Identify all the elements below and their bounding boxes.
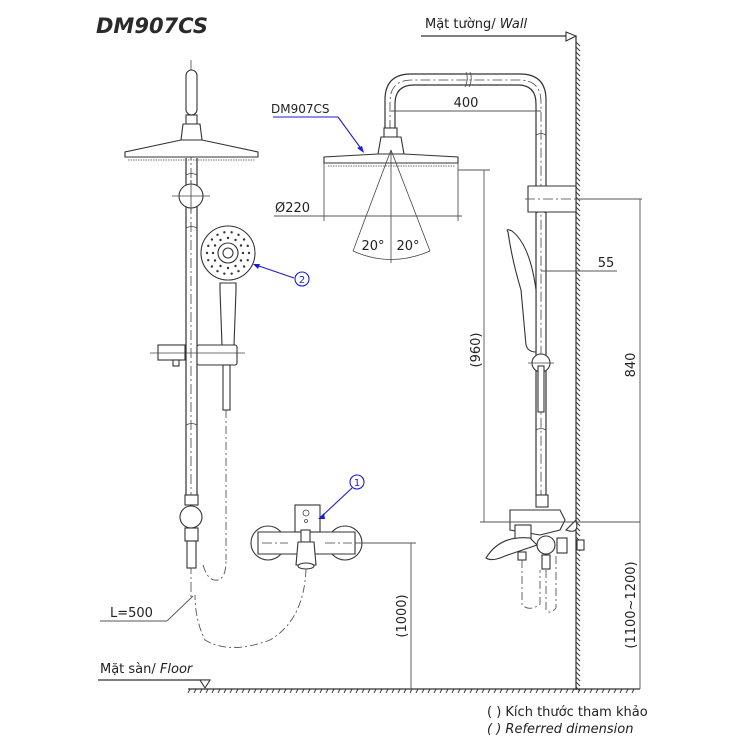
side-view — [323, 71, 585, 613]
dim-head-diameter: Ø220 — [275, 201, 310, 216]
svg-text:1: 1 — [354, 478, 360, 489]
svg-text:DM907CS: DM907CS — [271, 102, 330, 116]
floor — [98, 679, 640, 694]
legend-line-2: ( ) Referred dimension — [487, 722, 633, 737]
wall-label: Mặt tường/ Wall — [425, 17, 527, 32]
wall — [421, 31, 581, 692]
dim-bracket-height: 840 — [624, 353, 639, 378]
floor-level-marker-icon — [199, 679, 211, 690]
floor-label: Mặt sàn/ Floor — [100, 662, 194, 677]
diagram-title: DM907CS — [96, 14, 208, 38]
side-bath-mixer — [485, 494, 585, 570]
dim-mixer-height-side: (1100~1200) — [624, 561, 639, 648]
dim-mixer-height-front: (1000) — [395, 594, 410, 637]
dim-arm-reach: 400 — [454, 96, 479, 111]
front-view — [124, 60, 363, 648]
dim-bar-to-wall: 55 — [598, 256, 615, 271]
front-hand-shower — [200, 225, 256, 346]
svg-text:2: 2 — [299, 275, 305, 286]
wall-level-marker-icon — [565, 31, 578, 42]
front-rain-shower-head — [124, 139, 259, 158]
dim-spray-angle-right: 20° — [396, 239, 419, 254]
dim-spray-angle-left: 20° — [361, 239, 384, 254]
front-bath-mixer — [250, 504, 363, 570]
hose-length-label: L=500 — [110, 606, 153, 621]
callout-bath-mixer: 1 — [318, 474, 365, 519]
callout-hand-shower: 2 — [253, 264, 310, 287]
dim-head-to-mixer: (960) — [469, 333, 484, 368]
side-hand-shower — [506, 229, 537, 353]
legend-line-1: ( ) Kích thước tham khảo — [487, 705, 648, 720]
callout-rain-shower: DM907CS — [271, 102, 364, 153]
